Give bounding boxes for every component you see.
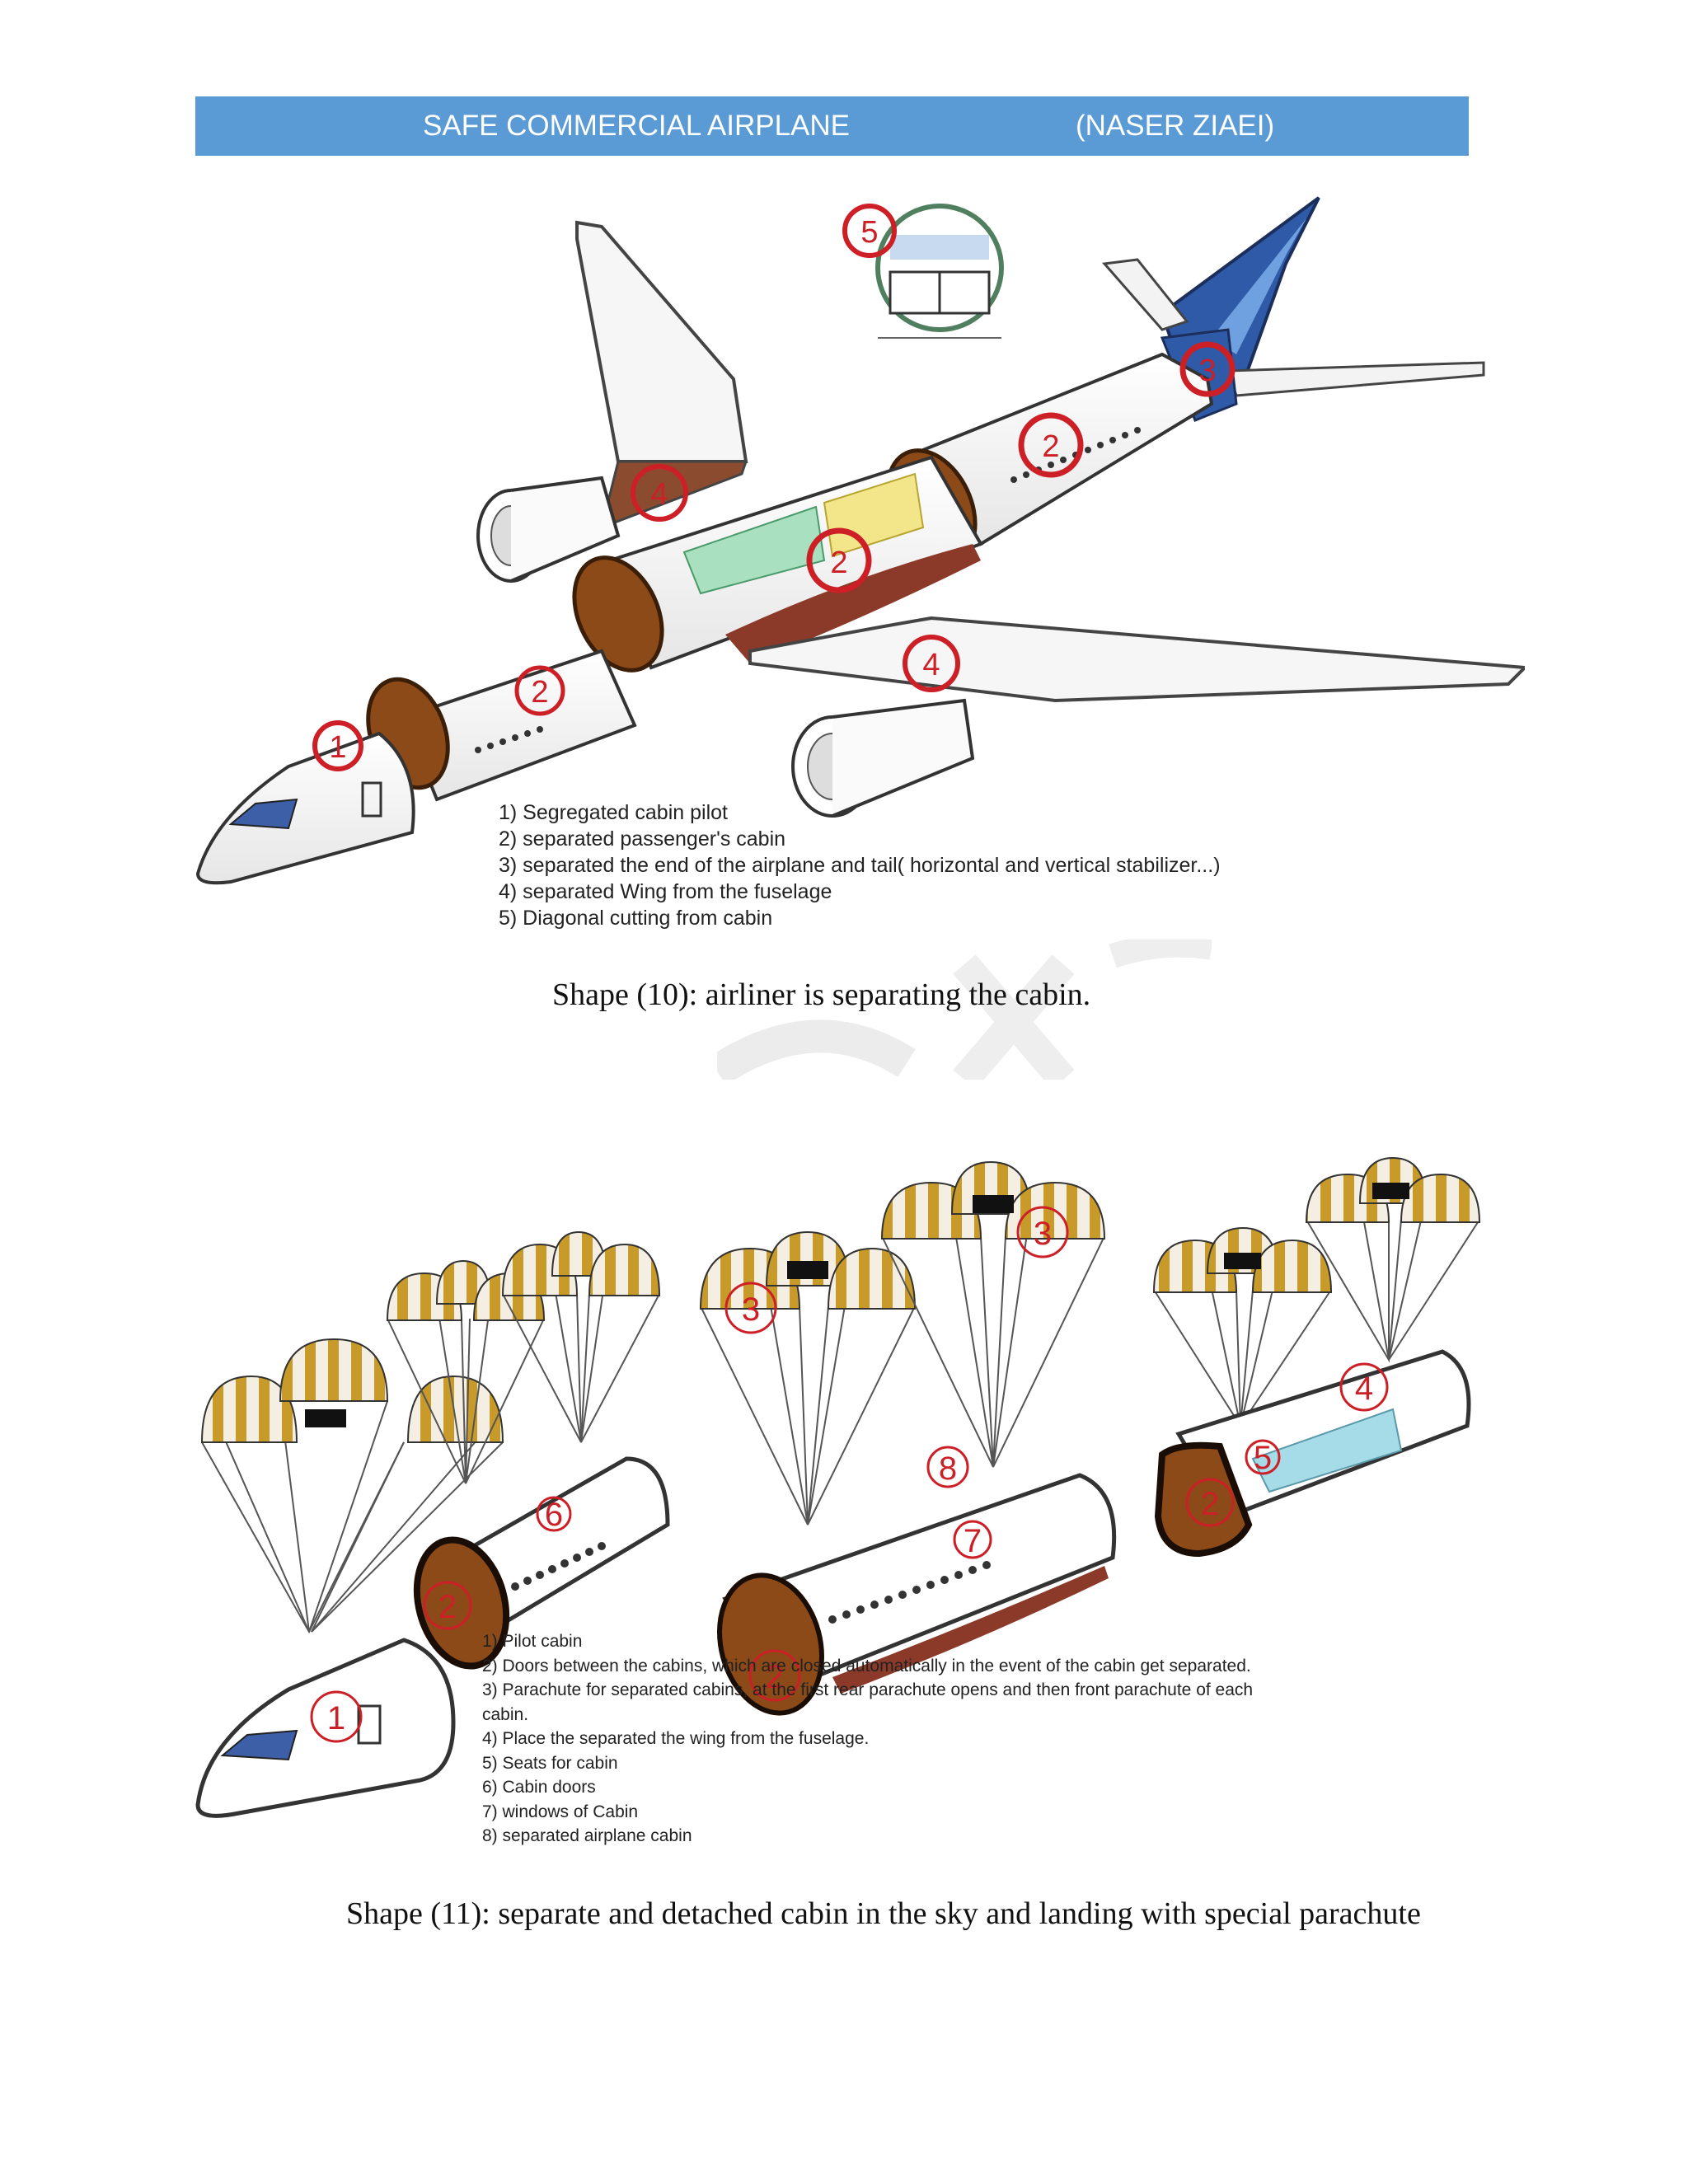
legend-11-item-6: 6) Cabin doors bbox=[482, 1778, 596, 1797]
figure-11-legend: 1) Pilot cabin 2) Doors between the cabi… bbox=[482, 1629, 1253, 1849]
marker-11-4: 4 bbox=[1339, 1362, 1389, 1412]
marker-11-5-label: 5 bbox=[1254, 1440, 1272, 1476]
parachute-cluster-rear-cabin-2 bbox=[1305, 1156, 1481, 1363]
detached-center-cabin bbox=[717, 1473, 1117, 1716]
marker-1-label: 1 bbox=[329, 730, 346, 765]
marker-2-front: 2 bbox=[514, 665, 565, 716]
center-cabin-section bbox=[572, 455, 983, 673]
marker-2a-label: 2 bbox=[531, 675, 548, 710]
legend-11-item-3-cont: cabin. bbox=[482, 1704, 529, 1724]
marker-11-7: 7 bbox=[953, 1520, 992, 1559]
cabin-cross-section-inset bbox=[875, 204, 1004, 339]
marker-11-2c-label: 2 bbox=[1201, 1486, 1219, 1522]
figure-11-parachute-illustration: 1 2 2 2 3 3 4 5 bbox=[195, 1156, 1481, 1818]
marker-4-upper-wing: 4 bbox=[631, 464, 688, 522]
figure-10-legend: 1) Segregated cabin pilot 2) separated p… bbox=[499, 799, 1221, 931]
detached-cockpit bbox=[195, 1638, 456, 1818]
marker-3-label: 3 bbox=[1198, 354, 1216, 388]
marker-11-2-rear: 2 bbox=[1185, 1478, 1235, 1527]
marker-11-3b-label: 3 bbox=[1034, 1216, 1052, 1252]
marker-11-2a-label: 2 bbox=[438, 1589, 457, 1625]
figure-10-caption: Shape (10): airliner is separating the c… bbox=[552, 977, 1091, 1012]
figure-11-caption: Shape (11): separate and detached cabin … bbox=[346, 1896, 1421, 1931]
marker-5-cross-section: 5 bbox=[842, 204, 897, 258]
figure-10-airplane-illustration: 1 2 2 2 3 4 4 5 bbox=[195, 196, 1525, 885]
marker-1-cockpit: 1 bbox=[312, 720, 363, 771]
marker-11-2b-label: 2 bbox=[766, 1659, 784, 1695]
upper-engine bbox=[476, 476, 621, 583]
cockpit-nose-section bbox=[195, 731, 415, 885]
upper-wing bbox=[476, 220, 748, 583]
marker-11-3-left: 3 bbox=[724, 1282, 777, 1334]
marker-11-8: 8 bbox=[926, 1446, 969, 1488]
legend-10-item-2: 2) separated passenger's cabin bbox=[499, 827, 786, 851]
legend-11-item-8: 8) separated airplane cabin bbox=[482, 1826, 692, 1845]
marker-11-1: 1 bbox=[310, 1690, 363, 1743]
marker-4-lower-wing: 4 bbox=[903, 635, 960, 692]
marker-2b-label: 2 bbox=[830, 546, 847, 580]
marker-4a-label: 4 bbox=[650, 477, 668, 512]
legend-11-item-2: 2) Doors between the cabins, which are c… bbox=[482, 1656, 1251, 1675]
marker-3-tail: 3 bbox=[1179, 341, 1236, 397]
marker-2-center: 2 bbox=[806, 527, 872, 593]
legend-11-item-4: 4) Place the separated the wing from the… bbox=[482, 1729, 870, 1748]
legend-10-item-4: 4) separated Wing from the fuselage bbox=[499, 880, 832, 903]
parachute-cluster-rear-cabin-1 bbox=[1152, 1226, 1333, 1429]
legend-11-item-7: 7) windows of Cabin bbox=[482, 1802, 639, 1821]
parachute-cluster-center-cabin-1 bbox=[699, 1230, 917, 1526]
marker-11-6: 6 bbox=[536, 1496, 572, 1533]
legend-10-item-5: 5) Diagonal cutting from cabin bbox=[499, 907, 773, 930]
marker-11-5: 5 bbox=[1245, 1439, 1281, 1476]
parachute-cluster-front-cabin-1 bbox=[386, 1259, 546, 1484]
legend-11-item-1: 1) Pilot cabin bbox=[482, 1632, 583, 1651]
lower-engine bbox=[791, 698, 975, 818]
marker-11-8-label: 8 bbox=[939, 1451, 957, 1487]
marker-11-3a-label: 3 bbox=[742, 1291, 760, 1328]
marker-11-4-label: 4 bbox=[1355, 1371, 1373, 1407]
parachute-cluster-cockpit bbox=[200, 1338, 504, 1634]
marker-11-3-right: 3 bbox=[1016, 1206, 1069, 1258]
header-title: SAFE COMMERCIAL AIRPLANE bbox=[423, 110, 850, 142]
legend-11-item-3: 3) Parachute for separated cabins, at th… bbox=[482, 1680, 1254, 1699]
parachute-cluster-front-cabin-2 bbox=[501, 1230, 661, 1443]
detached-rear-cabin bbox=[1154, 1349, 1471, 1558]
marker-11-2-center: 2 bbox=[748, 1649, 801, 1702]
marker-11-2-front: 2 bbox=[423, 1581, 472, 1630]
marker-5-label: 5 bbox=[860, 215, 878, 250]
marker-11-1-label: 1 bbox=[327, 1700, 345, 1736]
parachute-cluster-center-cabin-2 bbox=[880, 1160, 1106, 1468]
legend-10-item-1: 1) Segregated cabin pilot bbox=[499, 801, 728, 824]
legend-10-item-3: 3) separated the end of the airplane and… bbox=[499, 854, 1221, 877]
header-author: (NASER ZIAEI) bbox=[1076, 110, 1275, 142]
legend-11-item-5: 5) Seats for cabin bbox=[482, 1753, 618, 1773]
marker-11-7-label: 7 bbox=[964, 1523, 982, 1559]
watermark-shape bbox=[717, 940, 1212, 1080]
marker-2-rear: 2 bbox=[1018, 412, 1084, 478]
marker-4b-label: 4 bbox=[922, 648, 940, 682]
marker-2c-label: 2 bbox=[1042, 429, 1059, 464]
detached-front-cabin bbox=[413, 1456, 670, 1670]
page-header: SAFE COMMERCIAL AIRPLANE (NASER ZIAEI) bbox=[195, 96, 1469, 156]
marker-11-6-label: 6 bbox=[545, 1497, 563, 1533]
lower-wing bbox=[748, 616, 1525, 818]
